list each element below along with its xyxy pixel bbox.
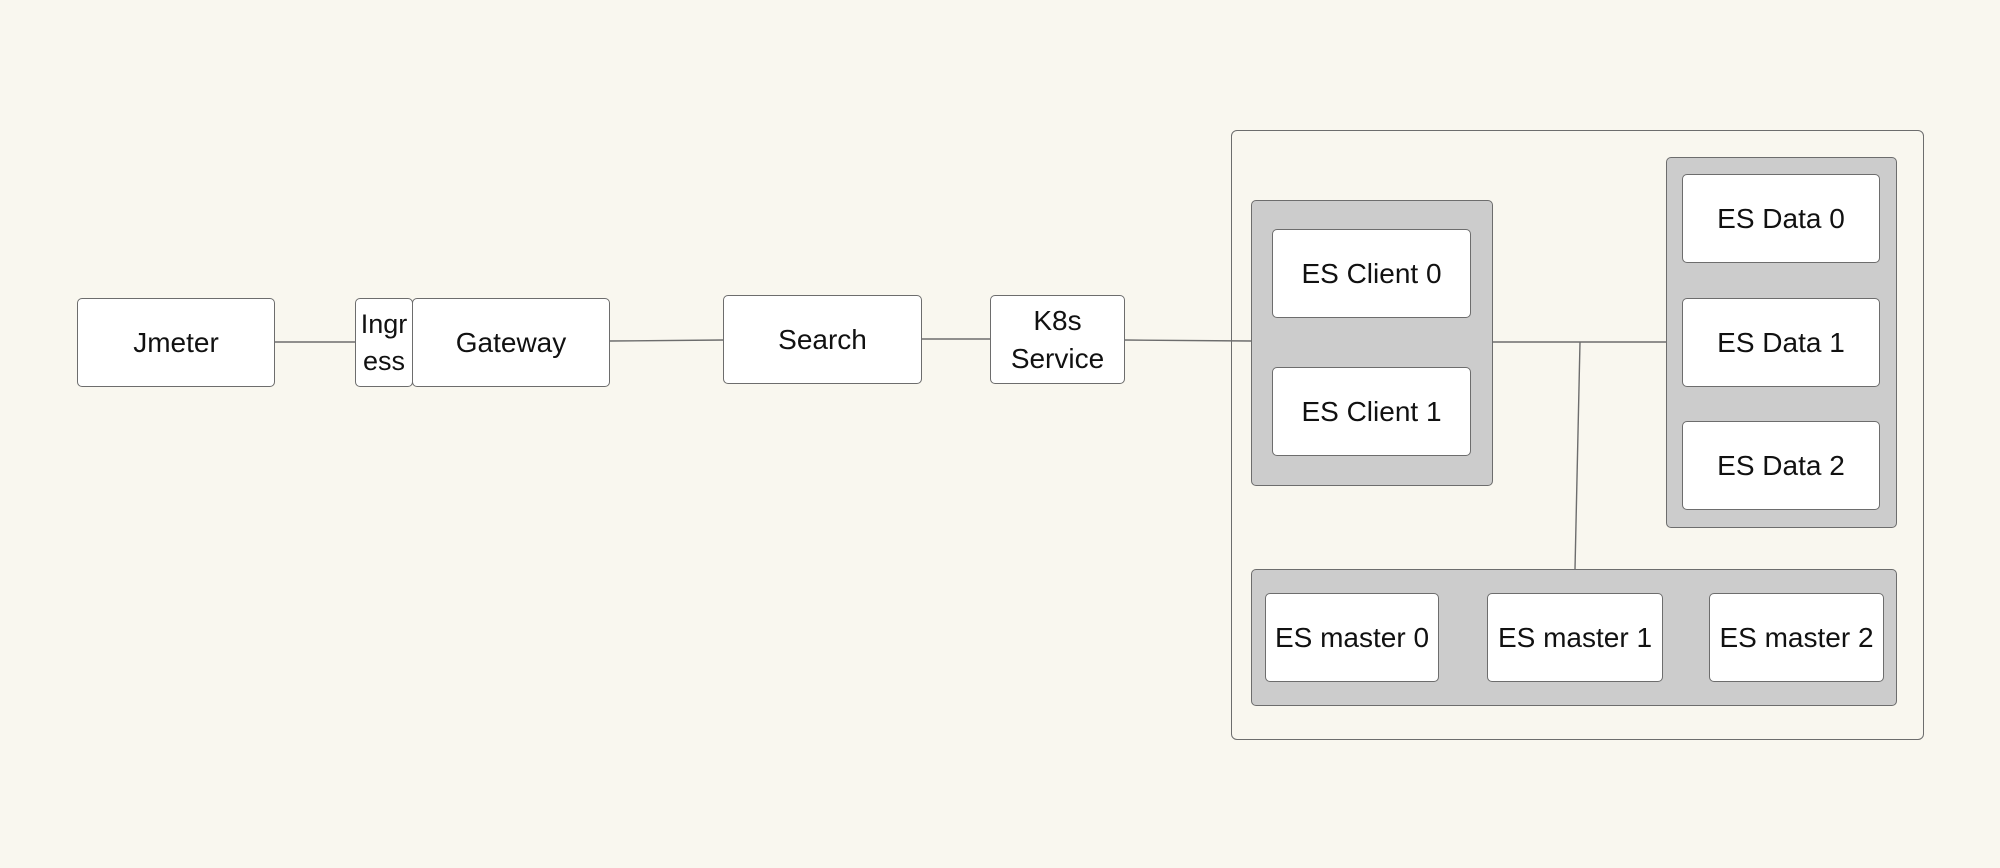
es-client-0-label: ES Client 0	[1301, 257, 1442, 289]
es-client-1-label: ES Client 1	[1301, 395, 1442, 427]
es-master-2-label: ES master 2	[1719, 621, 1874, 653]
gateway-node: Gateway	[412, 298, 610, 387]
elasticsearch-cluster	[1231, 130, 1924, 740]
es-master-1-label: ES master 1	[1497, 621, 1653, 653]
k8s-service-label-line1: K8s	[1033, 304, 1082, 336]
k8s-service-label-line2: Service	[1010, 342, 1105, 374]
es-data-0-label: ES Data 0	[1717, 202, 1845, 234]
es-client-0-node: ES Client 0	[1272, 229, 1471, 318]
jmeter-label: Jmeter	[133, 326, 219, 358]
es-data-0-node: ES Data 0	[1682, 174, 1880, 263]
es-data-1-node: ES Data 1	[1682, 298, 1880, 387]
edge-k8s-client-group	[1123, 339, 1252, 342]
search-label: Search	[778, 323, 867, 355]
search-node: Search	[723, 295, 922, 384]
es-data-2-label: ES Data 2	[1717, 449, 1845, 481]
ingress-label-line2: ess	[362, 345, 406, 376]
gateway-label: Gateway	[455, 326, 567, 358]
edge-to-master-group	[1574, 341, 1581, 570]
es-master-0-label: ES master 0	[1274, 621, 1430, 653]
ingress-label-line1: Ingr	[360, 309, 408, 340]
k8s-service-node: K8s Service	[990, 295, 1125, 384]
ingress-node: Ingr ess	[355, 298, 413, 387]
jmeter-node: Jmeter	[77, 298, 275, 387]
es-master-1-node: ES master 1	[1487, 593, 1663, 682]
es-master-2-node: ES master 2	[1709, 593, 1884, 682]
es-master-0-node: ES master 0	[1265, 593, 1439, 682]
es-data-1-label: ES Data 1	[1717, 326, 1845, 358]
edge-gateway-search	[609, 339, 725, 342]
es-client-1-node: ES Client 1	[1272, 367, 1471, 456]
es-data-2-node: ES Data 2	[1682, 421, 1880, 510]
